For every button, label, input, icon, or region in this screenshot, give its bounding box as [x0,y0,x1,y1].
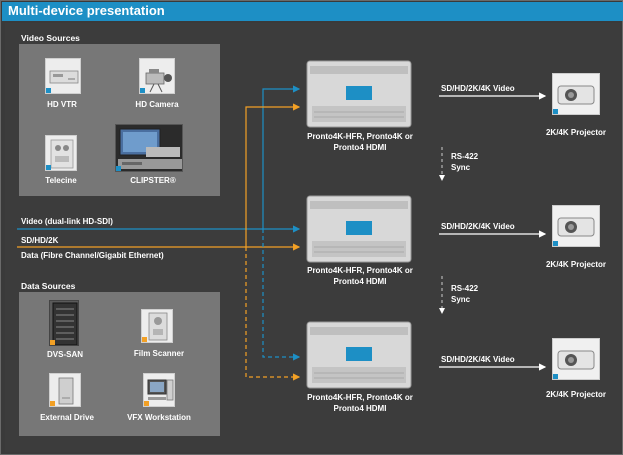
projector-label-2: 2K/4K Projector [545,260,607,269]
data-sources-heading: Data Sources [21,281,76,291]
workstation-icon [143,373,175,407]
clipster-label: CLIPSTER® [130,176,176,185]
diagram-canvas: Video Sources HD VTR HD Camera Telecine [5,23,620,452]
video-sources-panel: HD VTR HD Camera Telecine CLIPSTER® [19,44,220,196]
camera-icon [139,58,175,94]
data-branch-server-1 [245,103,301,247]
projector-label-1: 2K/4K Projector [545,128,607,137]
diagram-title: Multi-device presentation [8,3,165,18]
projector-icon [552,338,600,380]
server-unit-2 [306,195,412,263]
title-bar: Multi-device presentation [2,2,623,21]
telecine-icon [45,135,77,171]
video-branch-server-3 [262,229,301,361]
external-drive-icon [49,373,81,407]
server-1-label: Pronto4K-HFR, Pronto4K or Pronto4 HDMI [307,132,413,152]
camera-label: HD Camera [135,100,179,109]
san-label: DVS-SAN [46,350,84,359]
external-drive-label: External Drive [40,413,94,422]
sd-hd-signal-label: SD/HD/2K [21,236,59,245]
san-rack-icon [49,300,79,346]
data-branch-server-3 [245,247,301,381]
workstation-label: VFX Workstation [127,413,191,422]
connection-lines [17,85,547,381]
sync-label-2: RS-422 Sync [451,284,479,304]
vtr-icon [45,58,81,94]
film-scanner-icon [141,309,173,343]
data-sources-panel: DVS-SAN Film Scanner External Drive VFX … [19,292,220,436]
output-video-label-3: SD/HD/2K/4K Video [441,355,515,364]
telecine-label: Telecine [45,176,77,185]
server-3-label: Pronto4K-HFR, Pronto4K or Pronto4 HDMI [307,393,413,413]
projector-icon [552,205,600,247]
vtr-label: HD VTR [47,100,77,109]
projector-icon [552,73,600,115]
output-video-label-1: SD/HD/2K/4K Video [441,84,515,93]
server-unit-1 [306,60,412,128]
film-scanner-label: Film Scanner [133,349,185,358]
video-sources-heading: Video Sources [21,33,80,43]
sync-label-1: RS-422 Sync [451,152,479,172]
output-video-label-2: SD/HD/2K/4K Video [441,222,515,231]
server-unit-3 [306,321,412,389]
video-signal-label: Video (dual-link HD-SDI) [21,217,113,226]
video-branch-server-1 [262,85,301,229]
clipster-icon [115,124,183,172]
projector-label-3: 2K/4K Projector [545,390,607,399]
server-2-label: Pronto4K-HFR, Pronto4K or Pronto4 HDMI [307,266,413,286]
data-signal-label: Data (Fibre Channel/Gigabit Ethernet) [21,251,164,260]
